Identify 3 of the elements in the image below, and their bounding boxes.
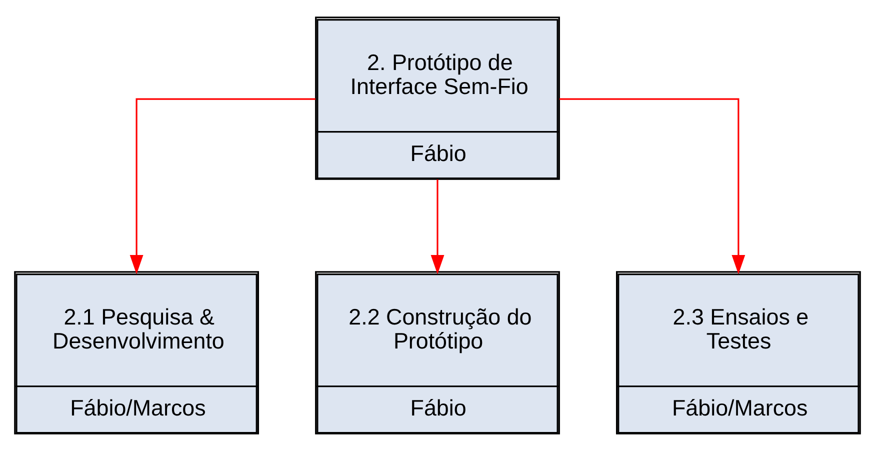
arrow bbox=[559, 98, 746, 274]
arrow bbox=[130, 98, 316, 274]
arrow bbox=[430, 178, 444, 274]
